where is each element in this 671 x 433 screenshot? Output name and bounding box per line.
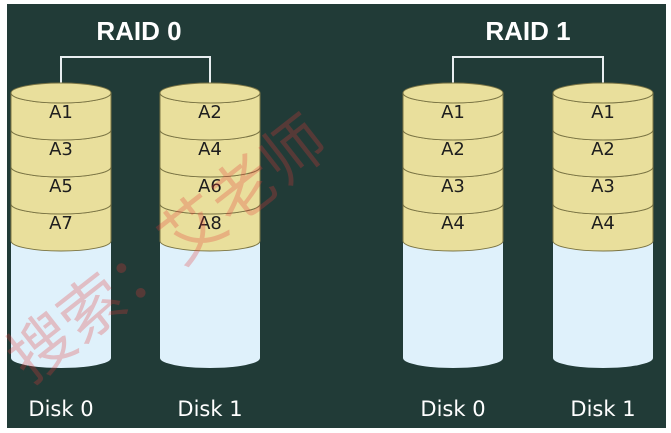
block-label: A2	[441, 139, 465, 160]
block-label: A2	[198, 102, 222, 123]
disk-top-cap	[552, 82, 654, 104]
block-label: A4	[198, 139, 222, 160]
disk-free-space	[11, 241, 111, 368]
block-label: A3	[591, 176, 615, 197]
block-label: A1	[591, 102, 615, 123]
block-label: A3	[441, 176, 465, 197]
block-label: A3	[49, 139, 73, 160]
block-label: A4	[441, 213, 465, 234]
block-label: A4	[591, 213, 615, 234]
block-label: A1	[49, 102, 73, 123]
raid-title: RAID 0	[96, 16, 181, 46]
disk-label: Disk 0	[28, 397, 93, 421]
raid-connector	[60, 56, 211, 86]
raid-connector	[452, 56, 604, 86]
block-label: A8	[198, 213, 222, 234]
disk-label: Disk 1	[570, 397, 635, 421]
disk-top-cap	[159, 82, 261, 104]
disk-free-space	[403, 241, 503, 368]
block-label: A5	[49, 176, 73, 197]
raid-title: RAID 1	[485, 16, 570, 46]
block-label: A2	[591, 139, 615, 160]
disk-label: Disk 0	[420, 397, 485, 421]
disk-top-cap	[402, 82, 504, 104]
block-label: A6	[198, 176, 222, 197]
disk-free-space	[160, 241, 260, 368]
disk-label: Disk 1	[177, 397, 242, 421]
block-label: A7	[49, 213, 73, 234]
disk-free-space	[553, 241, 653, 368]
disk-top-cap	[10, 82, 112, 104]
block-label: A1	[441, 102, 465, 123]
